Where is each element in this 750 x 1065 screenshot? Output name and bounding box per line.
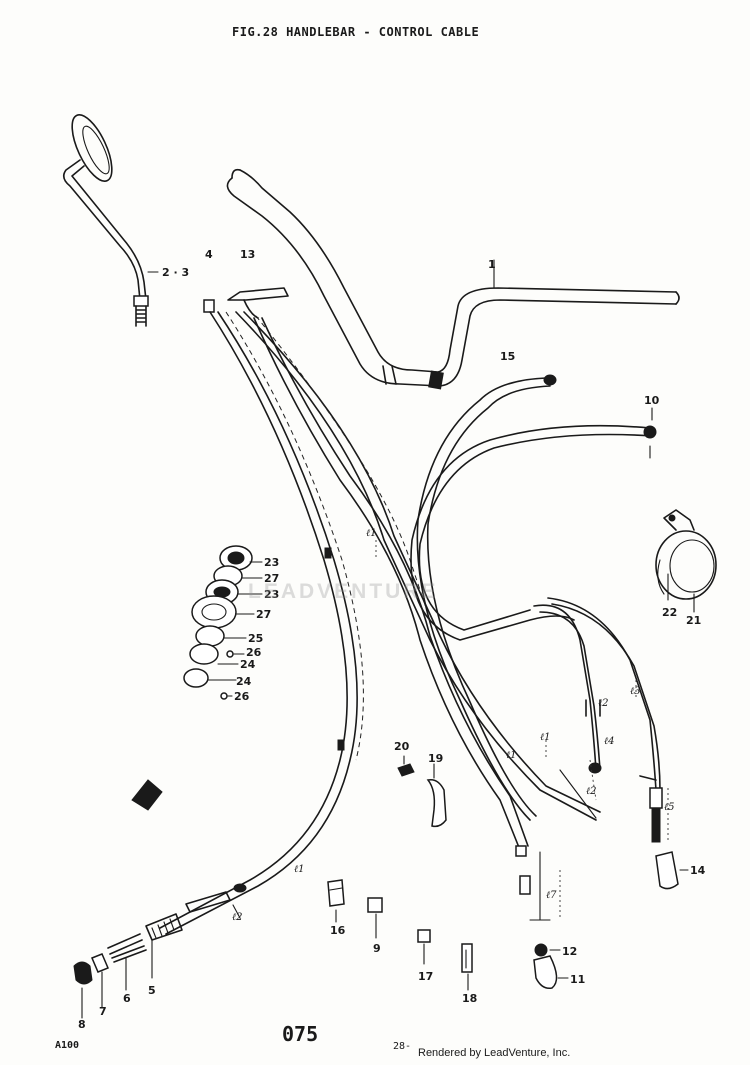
clutch-cable-assembly (159, 287, 601, 935)
handlebar-part (226, 168, 680, 390)
callout-26b: 26 (234, 690, 250, 703)
callout-13: 13 (240, 248, 255, 261)
switch-grip-parts (183, 545, 263, 700)
callout-21: 21 (686, 614, 701, 627)
dim-l2-c: ℓ2 (232, 912, 243, 923)
dim-l1-d: ℓ1 (506, 750, 517, 761)
callout-9: 9 (373, 942, 381, 955)
meter-cable-assembly (533, 597, 663, 843)
render-credit: Rendered by LeadVenture, Inc. (418, 1047, 571, 1059)
mirror-part (62, 114, 159, 327)
dim-l5: ℓ5 (664, 802, 675, 813)
callout-12: 12 (562, 945, 577, 958)
model-code: A100 (55, 1040, 80, 1051)
callout-2-3: 2 · 3 (162, 266, 189, 279)
callout-18: 18 (462, 992, 477, 1005)
callout-27b: 27 (256, 608, 271, 621)
callout-24b: 24 (236, 675, 252, 688)
callout-7: 7 (99, 1005, 107, 1018)
dim-l7: ℓ7 (546, 890, 557, 901)
callout-4: 4 (205, 248, 213, 261)
horn-part (655, 509, 717, 613)
small-clip-part (131, 779, 163, 811)
page-number: 075 (282, 1022, 319, 1046)
callout-labels: 1 2 · 3 4 5 6 7 8 9 10 11 12 13 14 15 16… (78, 248, 706, 1031)
callout-22: 22 (662, 606, 677, 619)
small-parts (327, 851, 689, 991)
dim-l3: ℓ3 (630, 686, 641, 697)
dim-l1-b: ℓ1 (540, 732, 551, 743)
callout-14: 14 (690, 864, 706, 877)
diagram-title: FIG.28 HANDLEBAR - CONTROL CABLE (232, 25, 480, 39)
dim-l1-c: ℓ1 (294, 864, 305, 875)
callout-20: 20 (394, 740, 410, 753)
callout-27a: 27 (264, 572, 279, 585)
callout-5: 5 (148, 984, 156, 997)
dim-l2-b: ℓ2 (586, 786, 597, 797)
callout-24a: 24 (240, 658, 256, 671)
callout-16: 16 (330, 924, 346, 937)
callout-26a: 26 (246, 646, 262, 659)
callout-17: 17 (418, 970, 433, 983)
dim-l2-a: ℓ2 (598, 698, 609, 709)
brake-cable-assembly (410, 374, 657, 821)
cable-adjuster-parts (73, 883, 247, 1019)
callout-25: 25 (248, 632, 263, 645)
callout-1: 1 (488, 258, 496, 271)
cable-clamp-part (397, 755, 447, 828)
callout-8: 8 (78, 1018, 86, 1031)
callout-15: 15 (500, 350, 515, 363)
dim-l4: ℓ4 (604, 736, 615, 747)
dim-l1-a: ℓ1 (366, 528, 377, 539)
callout-23a: 23 (264, 556, 279, 569)
figure-reference: 28- (393, 1041, 412, 1052)
callout-10: 10 (644, 394, 660, 407)
callout-23b: 23 (264, 588, 279, 601)
callout-11: 11 (570, 973, 585, 986)
callout-19: 19 (428, 752, 443, 765)
watermark-text: LEADVENTURE (248, 580, 439, 603)
callout-6: 6 (123, 992, 131, 1005)
dimension-labels: ℓ1 ℓ1 ℓ1 ℓ1 ℓ2 ℓ2 ℓ2 ℓ4 ℓ3 ℓ5 ℓ7 (232, 528, 675, 923)
